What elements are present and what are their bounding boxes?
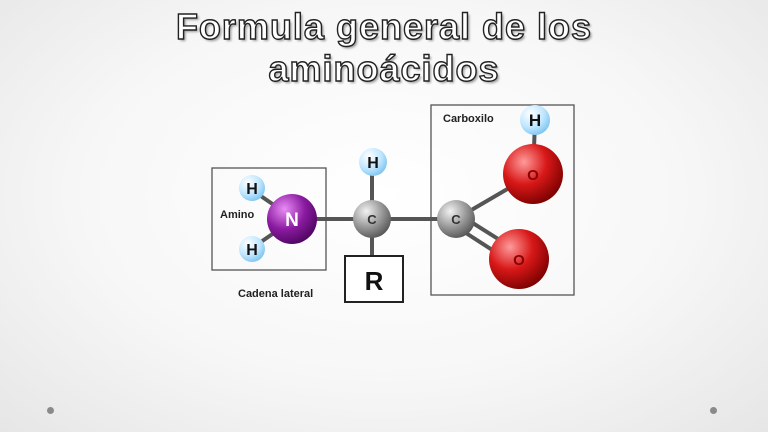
carboxyl-group-box: [430, 104, 575, 296]
carbonyl-oxygen-atom: O: [489, 229, 549, 289]
carboxyl-carbon-atom: C: [437, 200, 475, 238]
slide-dot-left: [47, 407, 54, 414]
carbonyl-oxygen-label: O: [513, 252, 525, 269]
carboxyl-h-atom: H: [520, 105, 550, 135]
hydroxyl-oxygen-label: O: [527, 167, 539, 184]
carboxyl-group-label: Carboxilo: [443, 113, 494, 125]
alpha-carbon-label: C: [367, 212, 377, 227]
title-line-1: Formula general de los: [175, 5, 593, 47]
amino-h-bottom-atom: H: [239, 236, 265, 262]
amino-h-top-atom: H: [239, 175, 265, 201]
alpha-carbon-atom: C: [353, 200, 391, 238]
alpha-h-label: H: [367, 155, 379, 172]
alpha-h-atom: H: [359, 148, 387, 176]
side-chain-group-label: Cadena lateral: [238, 288, 313, 300]
hydroxyl-oxygen-atom: O: [503, 144, 563, 204]
nitrogen-atom: N: [267, 194, 317, 244]
title-line-2: aminoácidos: [268, 47, 500, 89]
nitrogen-label: N: [285, 210, 299, 231]
page-title: Formula general de los aminoácidos: [0, 5, 768, 90]
side-chain-box: [344, 255, 404, 303]
carboxyl-h-label: H: [529, 111, 541, 130]
carboxyl-carbon-label: C: [451, 212, 461, 227]
slide-dot-right: [710, 407, 717, 414]
amino-group-label: Amino: [220, 209, 255, 221]
amino-h-top-label: H: [246, 181, 258, 198]
side-chain-r: R: [365, 266, 384, 296]
amino-h-bottom-label: H: [246, 242, 258, 259]
